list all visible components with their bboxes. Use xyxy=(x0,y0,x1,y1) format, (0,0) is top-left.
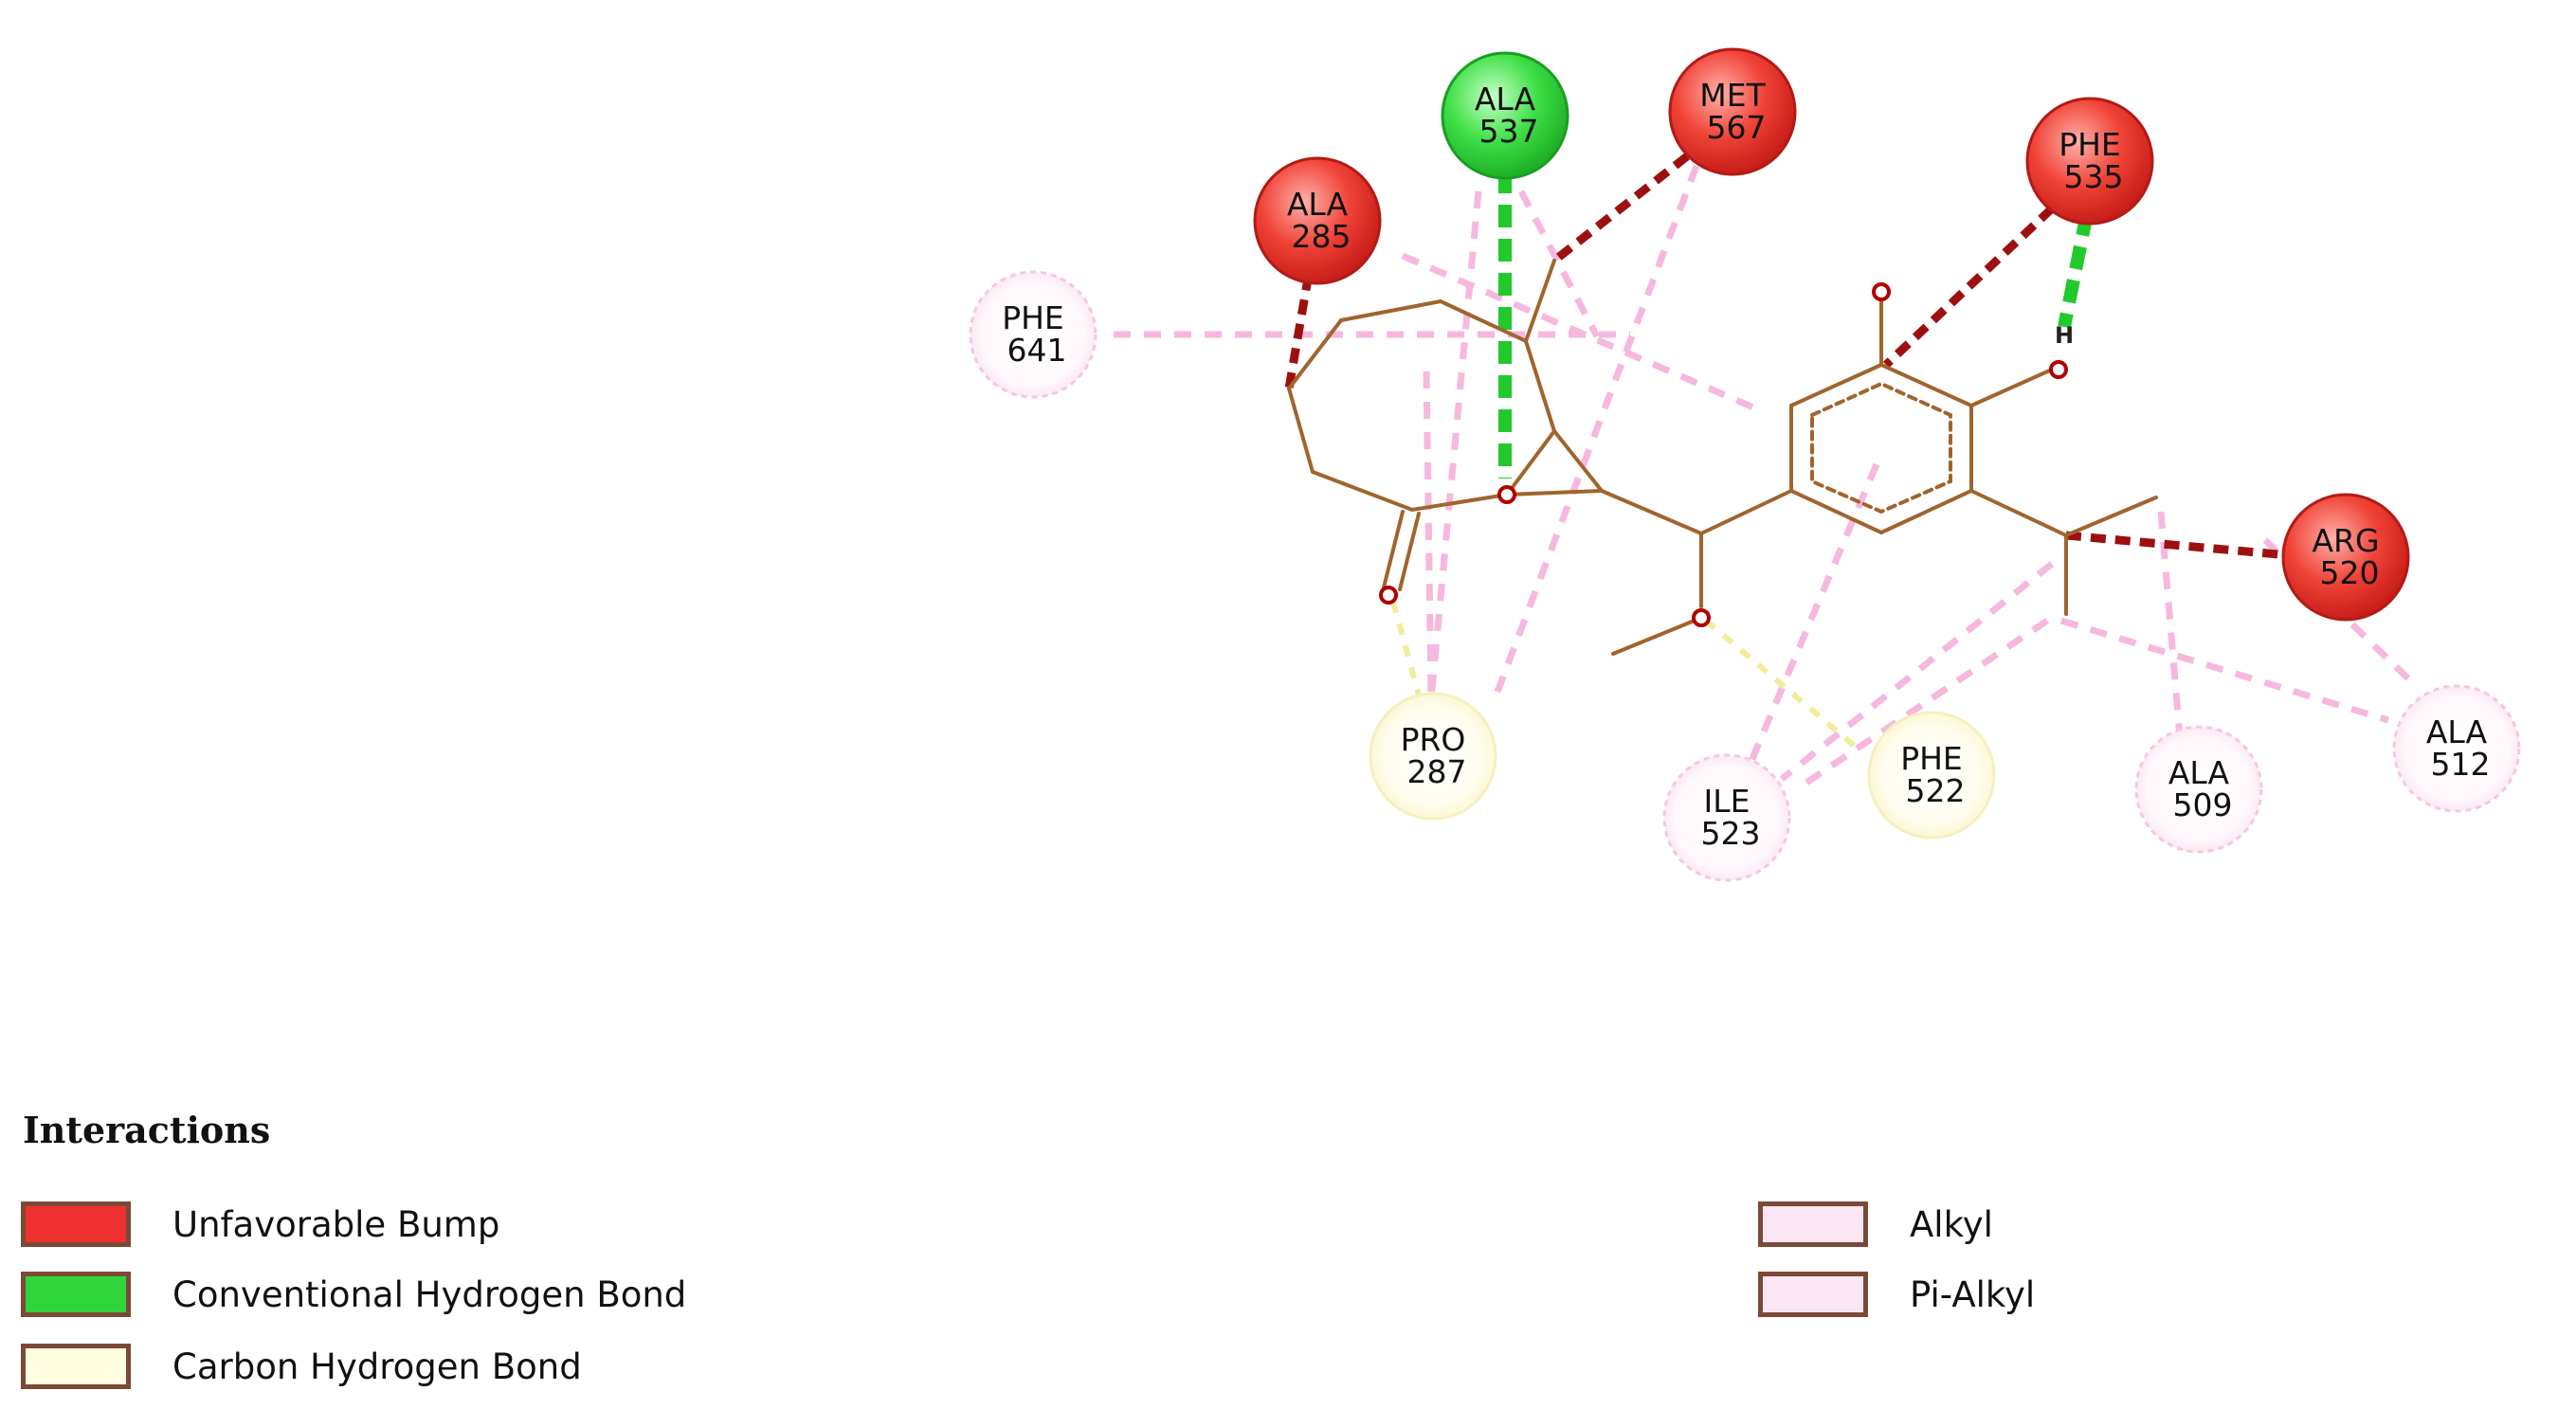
residue-number: 567 xyxy=(1707,109,1767,146)
residue-name: ALA xyxy=(2168,754,2230,791)
bond xyxy=(2064,496,2158,537)
bond xyxy=(1699,489,1793,535)
residue-number: 285 xyxy=(1292,218,1351,255)
benzene-ring xyxy=(1789,362,1973,535)
bond xyxy=(1524,259,1556,343)
ligand xyxy=(1287,259,2158,656)
legend-item-pi-alkyl: Pi-Alkyl xyxy=(1758,1268,2035,1321)
residue-circle xyxy=(1441,51,1569,180)
legend-item-unfavorable-bump: Unfavorable Bump xyxy=(21,1198,499,1251)
alkyl-line xyxy=(2157,511,2184,738)
unfavorable-line xyxy=(1882,205,2056,369)
residue-number: 535 xyxy=(2064,158,2124,195)
residue-circle xyxy=(2134,725,2263,854)
oxygen-atom xyxy=(1497,485,1516,504)
residue-circle xyxy=(2025,97,2154,226)
legend-swatch-pi-alkyl xyxy=(1758,1272,1868,1317)
legend-swatch-unfavorable xyxy=(21,1201,131,1247)
legend-swatch-carbon-hbond xyxy=(21,1344,131,1389)
residue-circle xyxy=(2392,684,2521,813)
legend-swatch-conventional-hbond xyxy=(21,1272,131,1317)
oxygen-atom xyxy=(1379,586,1398,605)
residue-name: ARG xyxy=(2312,522,2379,559)
residue-number: 522 xyxy=(1906,772,1966,809)
alkyl-line xyxy=(1401,252,1755,411)
legend-label: Unfavorable Bump xyxy=(172,1203,500,1245)
conventional-hbond-line xyxy=(2058,211,2094,329)
legend-swatch-alkyl xyxy=(1758,1201,1868,1247)
carbonyl-bond xyxy=(1398,512,1421,591)
legend-label: Alkyl xyxy=(1910,1203,1993,1245)
residue-name: PHE xyxy=(2059,126,2121,163)
alkyl-line xyxy=(2059,617,2390,724)
bond xyxy=(1600,489,1703,535)
legend-item-alkyl: Alkyl xyxy=(1758,1198,1993,1251)
alkyl-line xyxy=(1494,164,1700,694)
legend-title: Interactions xyxy=(23,1109,271,1151)
residue-circle xyxy=(1369,692,1497,821)
bond xyxy=(1969,489,2068,537)
residue-name: ALA xyxy=(1287,186,1349,223)
residue-number: 512 xyxy=(2431,746,2491,783)
legend-item-carbon-hydrogen-bond: Carbon Hydrogen Bond xyxy=(21,1340,582,1393)
legend-label: Carbon Hydrogen Bond xyxy=(172,1346,582,1387)
bond xyxy=(1505,489,1604,497)
bond xyxy=(1611,616,1703,656)
residue-number: 287 xyxy=(1407,753,1467,790)
carbonyl-bond xyxy=(1382,510,1405,589)
alkyl-line xyxy=(1799,618,2049,789)
residue-number: 537 xyxy=(1479,113,1539,150)
residue-circle xyxy=(1253,156,1382,285)
residue-circle xyxy=(1668,47,1797,176)
bond xyxy=(1552,429,1604,493)
residue-number: 520 xyxy=(2320,554,2380,591)
unfavorable-line xyxy=(1551,153,1690,264)
residue-number: 523 xyxy=(1701,815,1761,852)
residue-name: PHE xyxy=(1002,299,1064,336)
legend-label: Pi-Alkyl xyxy=(1910,1273,2036,1315)
bond xyxy=(1969,368,2054,407)
residue-number: 641 xyxy=(1007,332,1067,369)
residue-number: 509 xyxy=(2173,786,2233,823)
residue-name: MET xyxy=(1699,77,1766,114)
oxygen-atom xyxy=(1692,608,1711,627)
residue-name: ALA xyxy=(2426,714,2488,750)
legend: Interactions Unfavorable Bump Convention… xyxy=(0,1109,2576,1421)
residue-circle xyxy=(1662,753,1791,882)
residue-name: PHE xyxy=(1900,740,1963,777)
pi-alkyl-line xyxy=(1740,462,1880,781)
alkyl-line xyxy=(1423,370,1435,700)
legend-item-conventional-hydrogen-bond: Conventional Hydrogen Bond xyxy=(21,1268,686,1321)
alkyl-line xyxy=(1427,190,1482,700)
oxygen-atoms xyxy=(1379,282,2068,627)
carbon-hbond-line xyxy=(1390,601,1424,707)
oxygen-atom xyxy=(2049,360,2068,379)
alkyl-line xyxy=(1517,190,1601,338)
residue-circle xyxy=(969,270,1098,399)
pi-alkyl-line xyxy=(1779,561,2055,782)
residue-circle xyxy=(1867,711,1996,840)
carbon-hbond-line xyxy=(1704,618,1859,751)
hydrogen-atom-label: H xyxy=(2055,322,2074,349)
aromatic-circle xyxy=(1810,381,1952,515)
legend-label: Conventional Hydrogen Bond xyxy=(172,1273,687,1315)
residue-circle xyxy=(2281,493,2410,622)
residue-name: ALA xyxy=(1475,81,1536,117)
oxygen-atom xyxy=(1872,282,1891,301)
residue-name: PRO xyxy=(1401,721,1466,758)
residue-name: ILE xyxy=(1704,783,1751,820)
